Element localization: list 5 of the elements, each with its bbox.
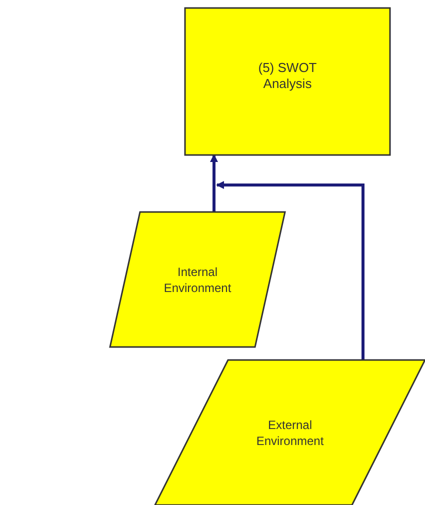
node-label: External Environment xyxy=(255,416,325,448)
arrow xyxy=(210,154,218,212)
arrow xyxy=(216,181,364,360)
node-label: Internal Environment xyxy=(162,264,232,296)
node-label: (5) SWOT Analysis xyxy=(257,60,318,92)
